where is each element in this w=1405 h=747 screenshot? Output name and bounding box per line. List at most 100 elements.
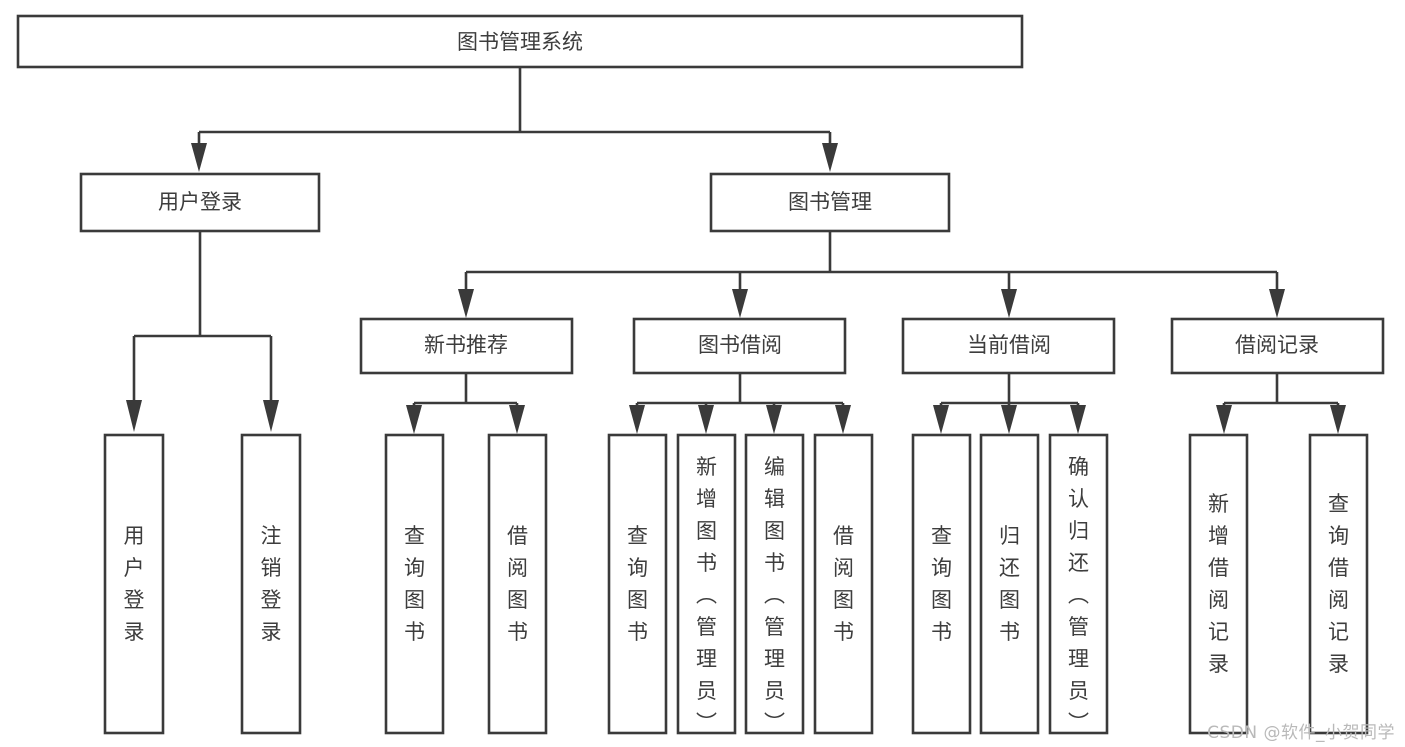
- label-char: 确: [1068, 455, 1089, 479]
- label-char: 理: [764, 647, 785, 671]
- arrow-to-leaf-user-login: [126, 400, 142, 432]
- label-char: 询: [931, 556, 952, 580]
- leaf-user-logout-box[interactable]: [240, 433, 302, 735]
- arrow-to-leaf-borrow-book-2: [835, 405, 851, 434]
- label-char: 新: [1208, 492, 1229, 516]
- label-char: 增: [1208, 524, 1229, 548]
- label-char: 录: [1328, 652, 1349, 676]
- label-char: 书: [999, 620, 1020, 644]
- label-char: 书: [404, 620, 425, 644]
- leaf-query-book-2-box[interactable]: [607, 433, 668, 735]
- leaf-add-record-box[interactable]: [1188, 433, 1249, 735]
- label-char: 管: [696, 615, 717, 639]
- leaf-label-layer: 用户登录注销登录查询图书借阅图书查询图书新增图书︵管理员︶编辑图书︵管理员︶借阅…: [124, 455, 1350, 735]
- label-char: 书: [931, 620, 952, 644]
- label-char: 图: [999, 588, 1020, 612]
- label-char: 员: [696, 679, 717, 703]
- label-char: 询: [404, 556, 425, 580]
- label-char: 登: [261, 588, 282, 612]
- leaf-borrow-book-1-box[interactable]: [487, 433, 548, 735]
- node-borrow-record[interactable]: 借阅记录: [1170, 317, 1385, 375]
- connector-current-borrow-to-leaves: [933, 373, 1086, 434]
- label-char: 查: [404, 524, 425, 548]
- arrow-to-leaf-return-book: [1001, 405, 1017, 434]
- leaf-borrow-book-2-box[interactable]: [813, 433, 874, 735]
- label-char: 书: [833, 620, 854, 644]
- leaf-user-login-box[interactable]: [103, 433, 165, 735]
- leaf-query-record-box[interactable]: [1308, 433, 1369, 735]
- arrow-to-leaf-add-record: [1216, 405, 1232, 434]
- arrow-to-leaf-confirm-return: [1070, 405, 1086, 434]
- node-root[interactable]: 图书管理系统: [16, 14, 1024, 69]
- leaf-edit-book-box[interactable]: [744, 433, 805, 735]
- leaf-add-book-box[interactable]: [676, 433, 737, 735]
- label-char: 增: [696, 487, 717, 511]
- arrow-to-leaf-query-record: [1330, 405, 1346, 434]
- label-char: 还: [1068, 551, 1089, 575]
- connector-book-borrow-to-leaves: [629, 373, 851, 434]
- label-char: 阅: [833, 556, 854, 580]
- node-current-borrow-label: 当前借阅: [967, 333, 1051, 357]
- arrow-to-leaf-user-logout: [263, 400, 279, 432]
- node-current-borrow-box[interactable]: [901, 317, 1116, 375]
- node-user-login-label: 用户登录: [158, 190, 242, 214]
- connector-book-manage-to-level3: [458, 231, 1285, 318]
- arrow-to-new-book-recommend: [458, 289, 474, 318]
- connector-root-to-level2: [191, 67, 838, 172]
- node-new-book-recommend-box[interactable]: [359, 317, 574, 375]
- node-book-borrow[interactable]: 图书借阅: [632, 317, 847, 375]
- label-char: 认: [1068, 487, 1089, 511]
- label-char: 图: [627, 588, 648, 612]
- label-char: 图: [507, 588, 528, 612]
- label-char: 借: [833, 524, 854, 548]
- label-char: 询: [1328, 524, 1349, 548]
- label-char: ︵: [764, 583, 785, 607]
- leaf-query-book-3-box[interactable]: [911, 433, 972, 735]
- arrow-to-book-manage: [822, 143, 838, 172]
- label-char: 书: [507, 620, 528, 644]
- label-char: 图: [764, 519, 785, 543]
- node-user-login-box[interactable]: [79, 172, 321, 233]
- connector-borrow-record-to-leaves: [1216, 373, 1346, 434]
- label-char: 注: [261, 524, 282, 548]
- label-char: 书: [764, 551, 785, 575]
- node-current-borrow[interactable]: 当前借阅: [901, 317, 1116, 375]
- label-char: ︵: [1068, 583, 1089, 607]
- node-root-box[interactable]: [16, 14, 1024, 69]
- label-char: 新: [696, 455, 717, 479]
- label-char: 辑: [764, 487, 785, 511]
- arrow-to-leaf-add-book: [698, 405, 714, 434]
- label-char: 记: [1328, 620, 1349, 644]
- label-char: 查: [627, 524, 648, 548]
- node-user-login[interactable]: 用户登录: [79, 172, 321, 233]
- arrow-to-leaf-edit-book: [766, 405, 782, 434]
- leaf-confirm-return-box[interactable]: [1048, 433, 1109, 735]
- node-book-manage-label: 图书管理: [788, 190, 872, 214]
- label-char: 录: [124, 620, 145, 644]
- label-char: 图: [404, 588, 425, 612]
- node-book-manage[interactable]: 图书管理: [709, 172, 951, 233]
- arrow-to-user-login: [191, 143, 207, 172]
- label-char: 阅: [1208, 588, 1229, 612]
- label-char: 户: [124, 556, 145, 580]
- label-char: 管: [1068, 615, 1089, 639]
- label-char: ︶: [1068, 711, 1089, 735]
- arrow-to-leaf-query-book-1: [406, 405, 422, 434]
- node-new-book-recommend[interactable]: 新书推荐: [359, 317, 574, 375]
- leaf-query-book-1-box[interactable]: [384, 433, 445, 735]
- watermark-text: CSDN @软件_小贺同学: [1207, 723, 1395, 743]
- arrow-to-leaf-query-book-2: [629, 405, 645, 434]
- leaf-return-book-box[interactable]: [979, 433, 1040, 735]
- node-borrow-record-label: 借阅记录: [1235, 333, 1319, 357]
